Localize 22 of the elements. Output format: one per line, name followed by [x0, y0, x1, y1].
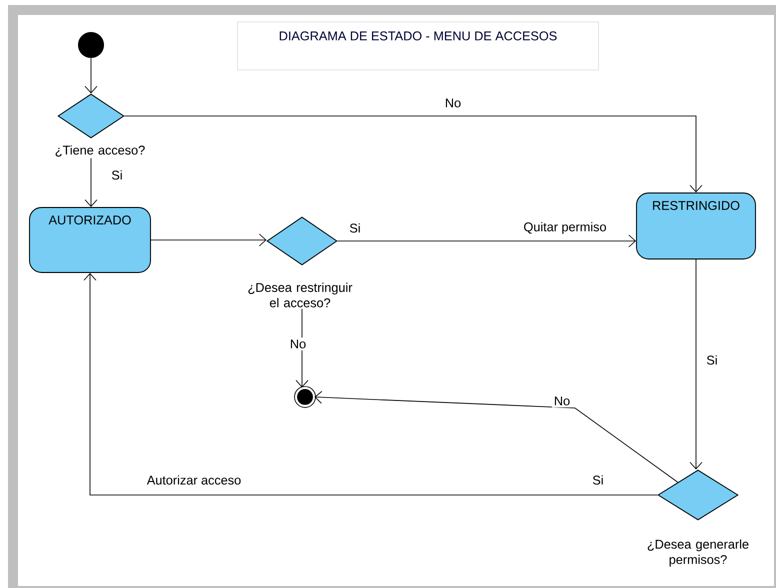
arrow	[84, 158, 98, 208]
question-text: ¿Desea generarle permisos?	[648, 539, 748, 567]
transition-label: Quitar permiso	[521, 220, 609, 236]
arrow	[84, 58, 98, 94]
transition-label: Autorizar acceso	[144, 473, 244, 487]
edge-label: No	[442, 96, 464, 110]
start-dot	[78, 32, 104, 58]
edge-label: No	[552, 394, 572, 408]
arrow	[150, 234, 267, 246]
question-text: ¿Desea restringuir el acceso?	[248, 282, 352, 308]
arrow	[337, 234, 636, 248]
question-text: ¿Tiene acceso?	[56, 145, 145, 157]
arrow	[314, 390, 678, 483]
arrow	[690, 259, 702, 470]
edge-label: No	[288, 338, 308, 350]
title-box: DIAGRAMA DE ESTADO - MENU DE ACCESOS	[237, 22, 599, 70]
arrow	[296, 308, 308, 388]
state-box: RESTRINGIDO	[636, 192, 756, 260]
arrow	[84, 272, 658, 496]
end-bullseye	[294, 386, 316, 408]
state-box: AUTORIZADO	[29, 207, 151, 273]
arrow	[124, 116, 702, 193]
